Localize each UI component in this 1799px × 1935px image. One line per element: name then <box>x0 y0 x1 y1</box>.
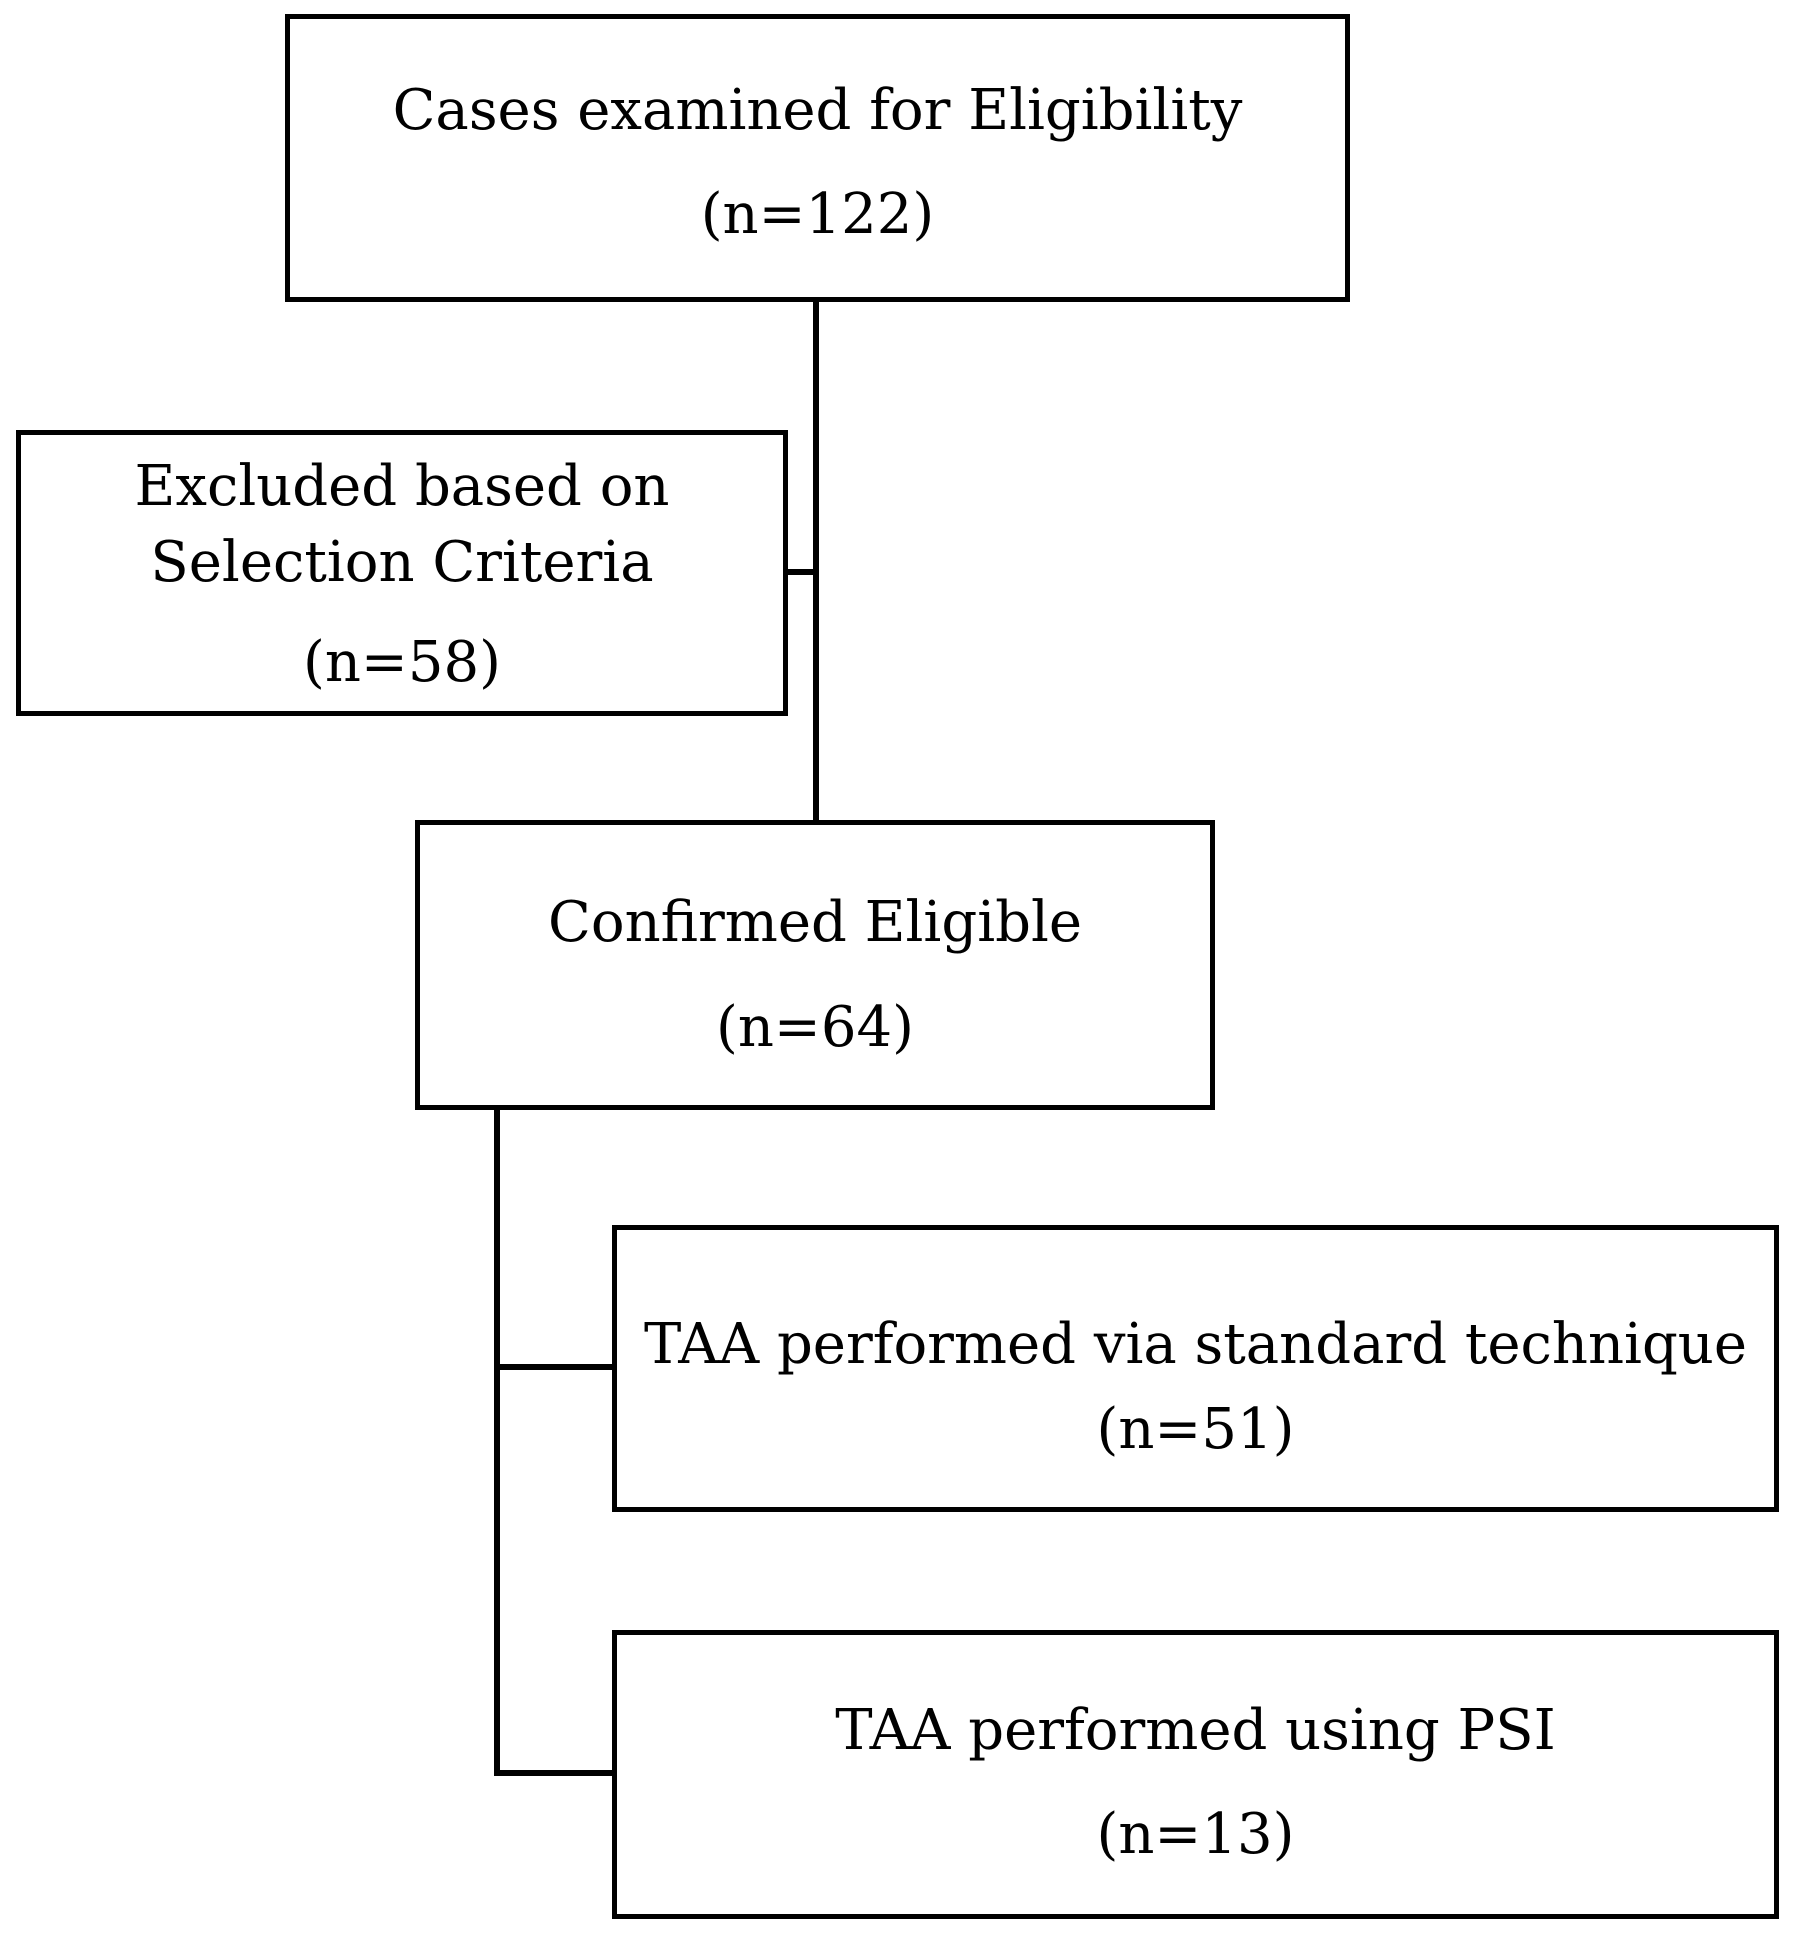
taa-standard-count: (n=51) <box>1096 1397 1295 1462</box>
cases-examined-count: (n=122) <box>700 182 935 247</box>
taa-psi-label: TAA performed using PSI <box>835 1698 1556 1763</box>
cases-examined-label: Cases examined for Eligibility <box>392 78 1243 143</box>
box-taa-standard: TAA performed via standard technique (n=… <box>612 1225 1779 1512</box>
confirmed-eligible-count: (n=64) <box>716 995 914 1060</box>
box-taa-psi: TAA performed using PSI (n=13) <box>612 1630 1779 1919</box>
confirmed-eligible-label: Confirmed Eligible <box>548 890 1082 955</box>
excluded-label-line-1: Excluded based on <box>134 454 670 519</box>
excluded-label-line-2: Selection Criteria <box>150 530 654 595</box>
box-excluded: Excluded based on Selection Criteria (n=… <box>16 430 788 716</box>
box-confirmed-eligible: Confirmed Eligible (n=64) <box>415 820 1215 1110</box>
taa-standard-label: TAA performed via standard technique <box>643 1312 1748 1377</box>
taa-psi-count: (n=13) <box>1096 1802 1295 1867</box>
excluded-count: (n=58) <box>303 630 501 695</box>
box-cases-examined: Cases examined for Eligibility (n=122) <box>285 14 1350 302</box>
